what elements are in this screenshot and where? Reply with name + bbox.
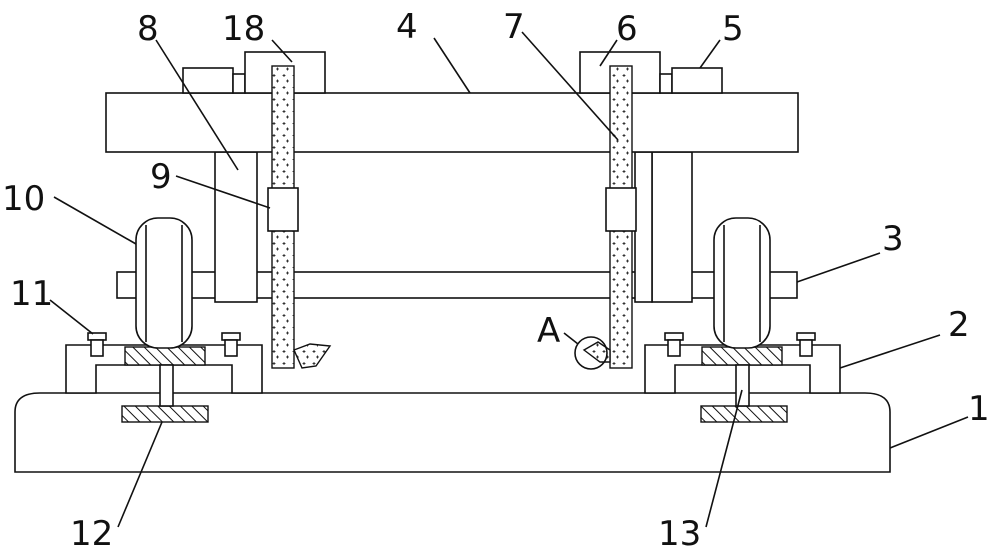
label-5: 5 <box>722 9 744 49</box>
plate-lower-left-part-12 <box>121 405 209 423</box>
plate-lower-right <box>700 405 788 423</box>
block-top-left <box>182 67 234 94</box>
label-8: 8 <box>137 9 159 49</box>
detail-circle-a <box>574 336 608 370</box>
label-3: 3 <box>882 219 904 259</box>
leader-11 <box>49 299 94 335</box>
label-7: 7 <box>503 7 525 47</box>
bolt-left-1-part-11 <box>87 332 107 357</box>
label-a: A <box>537 311 560 351</box>
leader-8 <box>155 39 239 171</box>
bolt-right-1 <box>664 332 684 357</box>
label-18: 18 <box>222 9 265 49</box>
nut-left-part-9 <box>267 187 299 232</box>
label-9: 9 <box>150 157 172 197</box>
side-plate-right-1 <box>651 151 693 303</box>
wheel-right <box>713 217 771 349</box>
nut-right <box>605 187 637 232</box>
bracket-right-part-2 <box>644 344 841 394</box>
leader-3 <box>796 252 881 283</box>
bolt-right-2 <box>796 332 816 357</box>
leader-13 <box>705 389 743 528</box>
label-2: 2 <box>948 305 970 345</box>
leader-12 <box>117 421 163 528</box>
blade-left <box>293 343 332 369</box>
base-part-1 <box>14 392 891 473</box>
side-plate-right-2 <box>634 151 653 303</box>
label-12: 12 <box>70 514 113 554</box>
label-6: 6 <box>616 9 638 49</box>
leader-5 <box>699 39 721 69</box>
leader-1 <box>889 416 969 449</box>
leader-6 <box>599 39 618 67</box>
leader-7 <box>521 31 619 141</box>
plate-upper-right <box>701 346 783 366</box>
plate-upper-left <box>124 346 206 366</box>
label-11: 11 <box>10 274 53 314</box>
label-4: 4 <box>396 7 418 47</box>
top-plate-part-4 <box>105 92 799 153</box>
label-13: 13 <box>658 514 701 554</box>
leader-18 <box>271 39 293 63</box>
leader-9 <box>175 175 271 209</box>
side-plate-left <box>214 151 258 303</box>
wheel-left-part-10 <box>135 217 193 349</box>
bolt-left-2 <box>221 332 241 357</box>
leader-4 <box>433 37 471 94</box>
shaft-left <box>159 364 174 407</box>
label-1: 1 <box>968 389 990 429</box>
block-top-right-small <box>659 73 673 94</box>
shaft-right-part-13 <box>735 364 750 407</box>
blade-right <box>582 341 611 363</box>
label-10: 10 <box>2 179 45 219</box>
leader-2 <box>839 334 941 369</box>
leader-10 <box>53 196 137 245</box>
block-part-5 <box>671 67 723 94</box>
block-top-left-small <box>232 73 246 94</box>
bracket-left-part-2 <box>65 344 263 394</box>
leader-a <box>563 332 579 345</box>
